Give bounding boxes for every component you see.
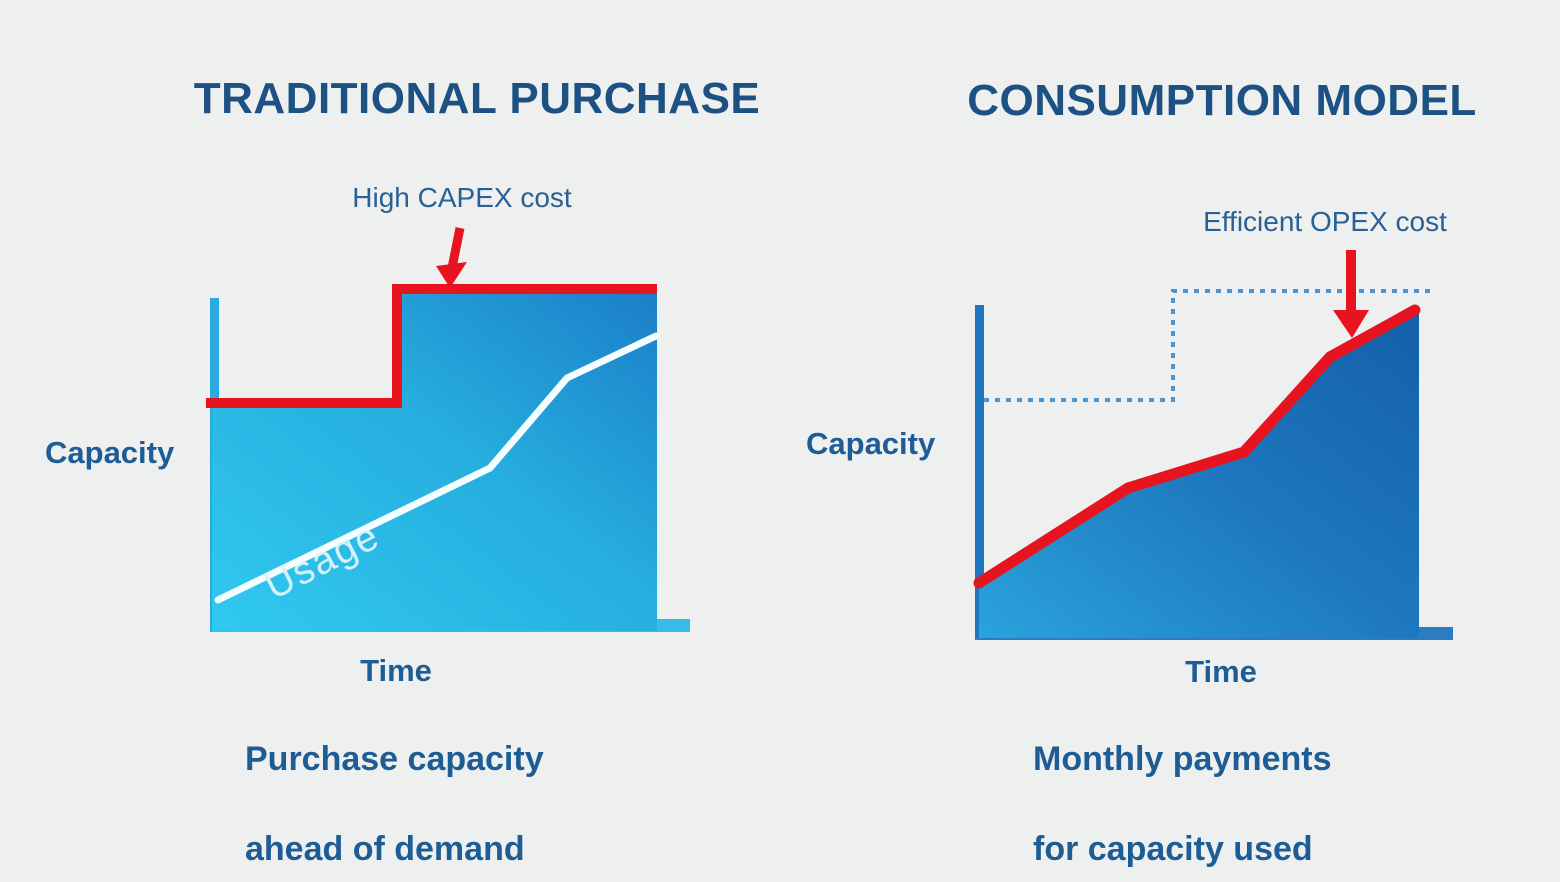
usage-line (214, 332, 660, 604)
purchased-capacity-step-line (206, 284, 657, 408)
left-caption-line2: ahead of demand (245, 830, 525, 868)
capex-arrow-icon (436, 227, 467, 288)
right-annotation: Efficient OPEX cost (1203, 206, 1447, 237)
right-y-axis (975, 305, 984, 638)
right-capacity-area (979, 308, 1419, 638)
right-caption-line2: for capacity used (1033, 830, 1313, 868)
left-caption-line1: Purchase capacity (245, 740, 544, 778)
right-panel-title: CONSUMPTION MODEL (967, 76, 1477, 125)
right-time-label: Time (1185, 654, 1257, 689)
right-chart (973, 250, 1453, 640)
reference-step-dotted-line (984, 289, 1430, 402)
left-capacity-label: Capacity (45, 435, 175, 470)
right-caption: Monthly payments for capacity used (1033, 737, 1331, 872)
left-chart (206, 227, 690, 632)
left-annotation: High CAPEX cost (352, 182, 572, 213)
right-capacity-label: Capacity (806, 426, 936, 461)
opex-arrow-icon (1333, 250, 1369, 338)
left-panel-title: TRADITIONAL PURCHASE (193, 74, 761, 123)
consumption-line (973, 304, 1421, 589)
left-caption: Purchase capacity ahead of demand (245, 737, 544, 872)
right-caption-line1: Monthly payments (1033, 740, 1332, 778)
left-time-label: Time (360, 653, 432, 688)
